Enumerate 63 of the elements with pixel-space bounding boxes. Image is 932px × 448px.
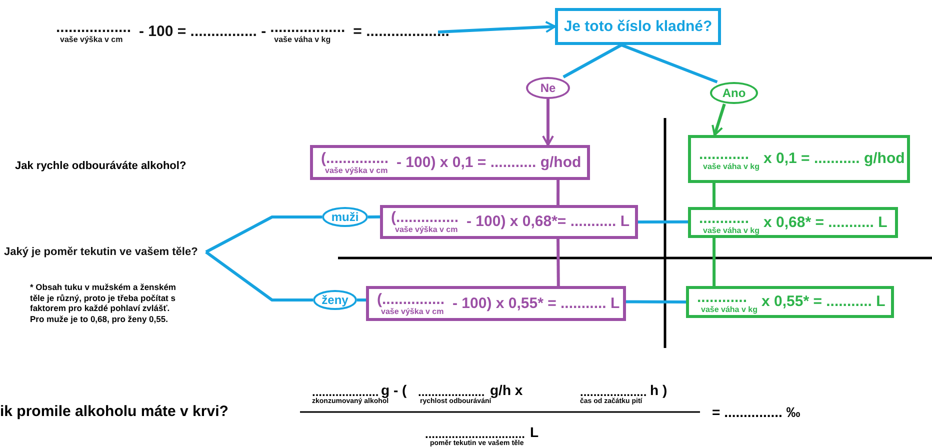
field-caption: vaše výška v cm xyxy=(325,166,388,174)
formula-text: x 0,1 = ........... g/hod xyxy=(763,151,905,167)
formula-box xyxy=(688,207,898,238)
connector-line xyxy=(368,215,380,218)
question-text: Jak rychle odbouráváte alkohol? xyxy=(15,160,186,174)
formula-box xyxy=(366,286,626,321)
fill-in-line: (............... xyxy=(377,292,445,308)
arrow xyxy=(438,20,556,34)
footnote-text: * Obsah tuku v mužském a ženském těle je různý, proto je třeba počítat s faktorem pro každé pohlaví zvlášť. Pro muže je to 0,68, pro ženy 0,55. xyxy=(30,282,177,324)
fill-in-line: (............... xyxy=(391,210,459,226)
formula-box xyxy=(688,135,910,183)
answer-oval: muži xyxy=(322,207,368,227)
field-caption: vaše váha v kg xyxy=(703,226,760,234)
formula-text: x 0,68* = ........... L xyxy=(763,214,888,230)
connector-line xyxy=(556,238,560,286)
arrow xyxy=(712,104,726,136)
formula-text: - 100) x 0,1 = ........... g/hod xyxy=(396,154,582,170)
fill-in-line: .................. xyxy=(270,20,346,36)
connector-line xyxy=(562,44,622,78)
formula-text: L xyxy=(530,424,539,442)
formula-box xyxy=(686,286,894,318)
fill-in-line: ............ xyxy=(699,147,750,163)
connector-line xyxy=(712,238,716,286)
connector-line xyxy=(712,183,716,207)
connector-line xyxy=(626,300,686,304)
formula-box xyxy=(380,205,638,239)
formula-text: - 100) x 0,55* = ........... L xyxy=(452,296,620,312)
connector-line xyxy=(357,298,366,302)
fill-in-line: (............... xyxy=(321,150,389,166)
answer-oval: Ano xyxy=(710,82,758,104)
formula-text: x 0,55* = ........... L xyxy=(761,294,886,310)
connector-line xyxy=(205,250,313,302)
fill-in-line: ............ xyxy=(697,290,748,306)
question-box: Je toto číslo kladné? xyxy=(555,8,721,45)
field-caption: vaše váha v kg xyxy=(703,163,760,171)
formula-text: h ) xyxy=(650,382,668,400)
answer-oval: ženy xyxy=(313,290,357,310)
answer-oval: Ne xyxy=(526,77,570,99)
fill-in-line: .................... xyxy=(580,385,647,399)
connector-line xyxy=(205,216,322,254)
formula-text: g - ( xyxy=(381,382,407,398)
field-caption: vaše výška v cm xyxy=(60,36,123,44)
connector-line xyxy=(620,44,718,84)
formula-box xyxy=(310,145,590,180)
connector-line xyxy=(638,220,688,224)
connector-line xyxy=(556,180,560,205)
question-text: ik promile alkoholu máte v krvi? xyxy=(0,403,228,422)
field-caption: vaše výška v cm xyxy=(381,308,444,316)
fill-in-line: .............................. xyxy=(425,427,526,441)
fill-in-line: .................... xyxy=(312,385,379,399)
formula-text: = ............... ‰ xyxy=(712,404,800,422)
field-caption: vaše váha v kg xyxy=(274,36,331,44)
formula-text: - 100) x 0,68*= ........... L xyxy=(466,214,630,230)
field-caption: vaše váha v kg xyxy=(701,306,758,314)
formula-text: g/h x xyxy=(490,382,523,398)
formula-text: = .................... xyxy=(353,24,450,40)
fill-in-line: .................. xyxy=(56,20,132,36)
fill-in-line: .................... xyxy=(418,385,485,399)
question-text: Jaký je poměr tekutin ve vašem těle? xyxy=(4,246,198,258)
fill-in-line: ............ xyxy=(699,210,750,226)
field-caption: vaše výška v cm xyxy=(395,226,458,234)
arrow xyxy=(542,99,554,146)
formula-text: - 100 = ................ - xyxy=(139,24,266,40)
